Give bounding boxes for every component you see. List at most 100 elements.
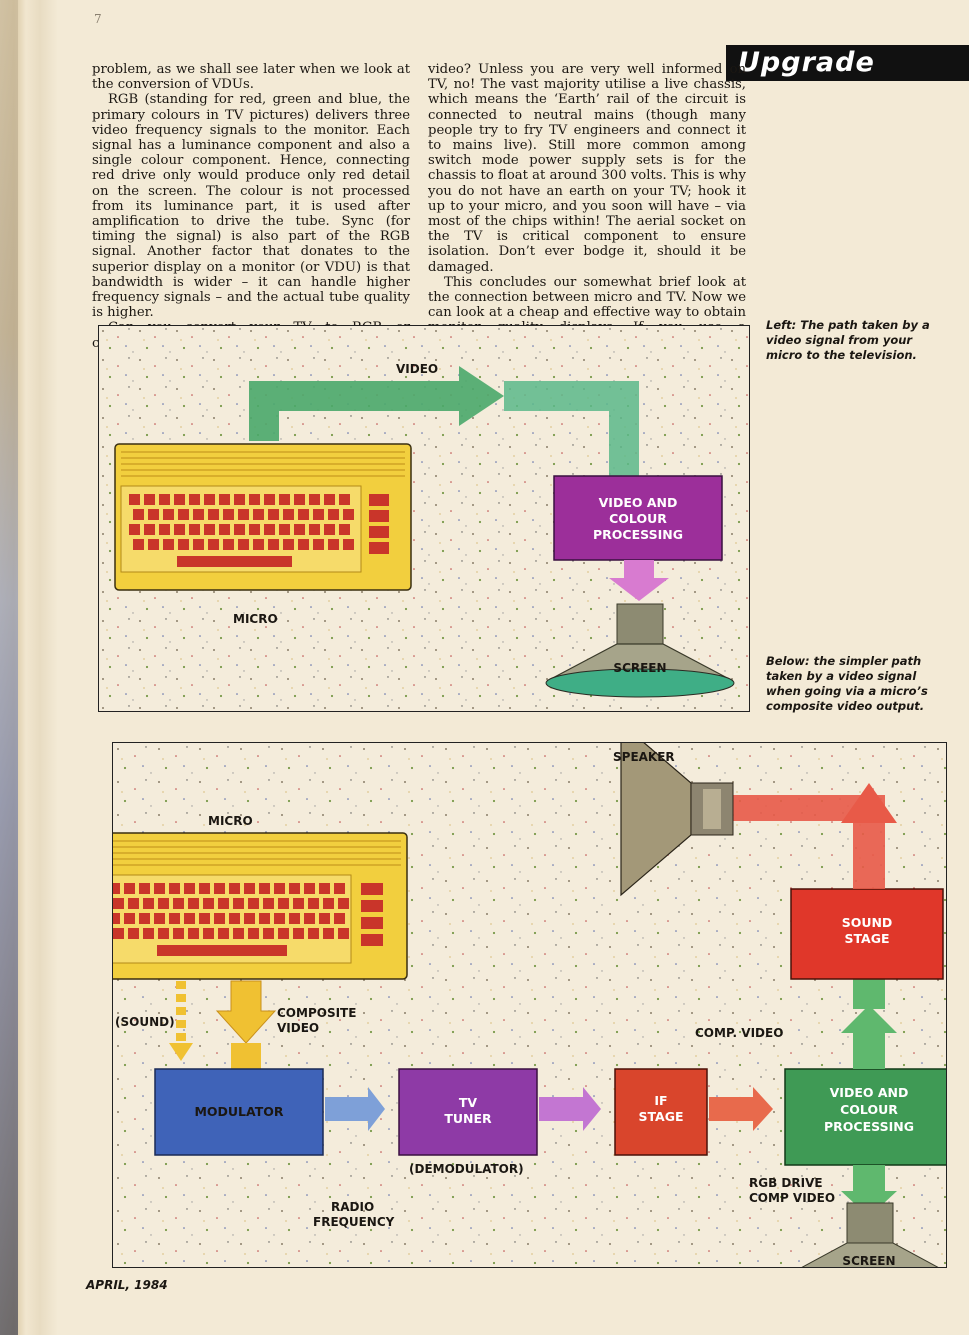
svg-text:TUNER: TUNER [444, 1111, 492, 1126]
keyboard-key [283, 539, 294, 550]
keyboard-key [338, 898, 349, 909]
section-tag: Upgrade [726, 45, 969, 81]
keyboard-key [193, 509, 204, 520]
sound-stage-box: SOUND STAGE [790, 888, 944, 980]
composite-video-arrow: COMPOSITE VIDEO [215, 980, 356, 1069]
keyboard-key [169, 913, 180, 924]
keyboard-key [253, 539, 264, 550]
caption-bottom: Below: the simpler path taken by a video… [766, 654, 928, 713]
keyboard-key [143, 898, 154, 909]
screen-label: SCREEN [842, 1254, 895, 1267]
keyboard-key [154, 883, 165, 894]
space-bar [157, 945, 287, 956]
keyboard-key [268, 509, 279, 520]
keyboard-key [229, 913, 240, 924]
speaker-icon: SPEAKER [613, 743, 734, 897]
micro-label: MICRO [233, 612, 278, 626]
diagram-composite-path: MICRO (SOUND) COMPOSITE VIDEO [112, 742, 947, 1268]
keyboard-key [263, 898, 274, 909]
micro-computer-icon: MICRO [113, 814, 408, 980]
demodulator-label: (DEMODULATOR) [409, 1162, 524, 1176]
keyboard-key [189, 494, 200, 505]
keyboard-key [163, 509, 174, 520]
tv-tuner-box: TV TUNER (DEMODULATOR) [398, 1068, 538, 1176]
keyboard-key [158, 928, 169, 939]
keyboard-key [223, 539, 234, 550]
keyboard-key [144, 494, 155, 505]
paragraph: problem, as we shall see later when we l… [92, 62, 410, 93]
comp-video-label: COMP. VIDEO [695, 1026, 783, 1040]
space-bar [177, 556, 292, 567]
keyboard-key [184, 913, 195, 924]
sound-arrow: (SOUND) [115, 981, 193, 1061]
micro-label: MICRO [208, 814, 253, 828]
keyboard-key [293, 928, 304, 939]
keyboard-key [234, 524, 245, 535]
keyboard-key [308, 898, 319, 909]
keyboard-key [283, 509, 294, 520]
keyboard-key [324, 524, 335, 535]
svg-text:VIDEO AND: VIDEO AND [830, 1085, 909, 1100]
tuner-to-if-arrow [539, 1087, 601, 1131]
keyboard-key [249, 494, 260, 505]
caption-top: Left: The path taken by a video signal f… [766, 318, 930, 362]
sound-label: (SOUND) [115, 1015, 175, 1029]
speaker-label: SPEAKER [613, 750, 675, 764]
keyboard-key [113, 883, 120, 894]
keyboard-key [253, 509, 264, 520]
screen-label: SCREEN [613, 661, 666, 675]
keyboard-key [319, 883, 330, 894]
keyboard-key [234, 494, 245, 505]
keyboard-key [263, 928, 274, 939]
keyboard-key [113, 898, 124, 909]
svg-text:COMPOSITE: COMPOSITE [277, 1006, 356, 1020]
keyboard-key [293, 898, 304, 909]
screen-icon: SCREEN [545, 603, 735, 698]
keyboard-key [148, 509, 159, 520]
svg-text:PROCESSING: PROCESSING [593, 527, 683, 542]
svg-text:COLOUR: COLOUR [609, 511, 667, 526]
svg-text:VIDEO: VIDEO [277, 1021, 319, 1035]
keyboard-key [144, 524, 155, 535]
footer-date: APRIL, 1984 [86, 1278, 168, 1292]
keyboard-key [203, 898, 214, 909]
keyboard-key [199, 913, 210, 924]
keyboard-key [248, 928, 259, 939]
keyboard-key [279, 494, 290, 505]
keyboard-key [214, 883, 225, 894]
keyboard-key [188, 928, 199, 939]
keyboard-key [219, 524, 230, 535]
svg-text:IF: IF [654, 1093, 667, 1108]
keyboard-key [289, 913, 300, 924]
svg-text:MODULATOR: MODULATOR [194, 1104, 283, 1119]
svg-text:RADIO: RADIO [331, 1200, 374, 1214]
micro-computer-icon: MICRO [114, 443, 412, 626]
modulator-box: MODULATOR [154, 1068, 324, 1156]
keyboard-key [189, 524, 200, 535]
keyboard-key [339, 524, 350, 535]
if-stage-box: IF STAGE [614, 1068, 708, 1156]
paragraph: video? Unless you are very well informed… [428, 62, 746, 275]
keyboard-key [204, 494, 215, 505]
keyboard-key [238, 539, 249, 550]
keyboard-key [304, 883, 315, 894]
if-to-processing-arrow [709, 1087, 773, 1131]
keyboard-key [289, 883, 300, 894]
keyboard-key [268, 539, 279, 550]
keyboard-key [334, 883, 345, 894]
processing-to-sound-arrow [841, 1005, 897, 1069]
keyboard-key [308, 928, 319, 939]
keyboard-key [163, 539, 174, 550]
keyboard-key [319, 913, 330, 924]
keyboard-key [129, 524, 140, 535]
keyboard-key [233, 898, 244, 909]
svg-text:COLOUR: COLOUR [840, 1102, 898, 1117]
keyboard-key [199, 883, 210, 894]
previous-page-edge [0, 0, 18, 1335]
keyboard-key [334, 913, 345, 924]
keyboard-key [178, 539, 189, 550]
keyboard-key [338, 928, 349, 939]
keyboard-key [174, 494, 185, 505]
keyboard-key [128, 898, 139, 909]
keyboard-key [139, 883, 150, 894]
